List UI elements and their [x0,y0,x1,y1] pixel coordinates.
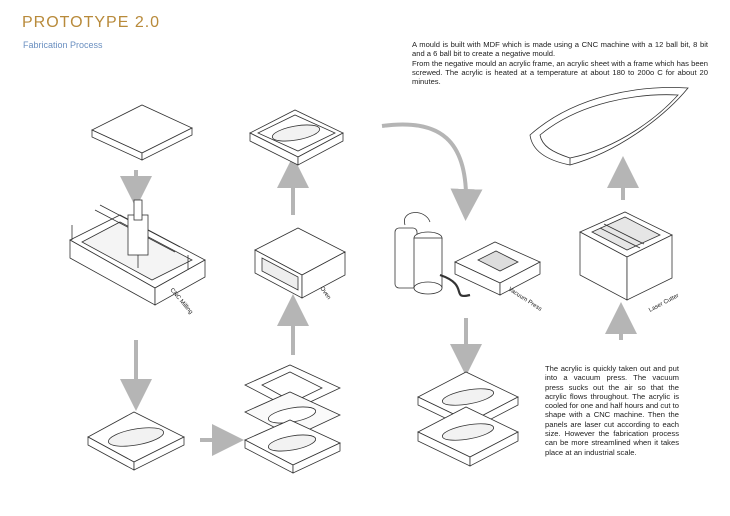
oven-label: Oven [318,286,331,301]
mould-frame-stack [244,364,341,474]
laser-cutter-illustration [579,211,673,301]
process-note-top: A mould is built with MDF which is made … [412,40,708,86]
laser-label: Laser Cutter [648,293,680,314]
final-panel [529,87,689,166]
oven-illustration [254,227,346,299]
note-top-line-2: From the negative mould an acrylic frame… [412,58,708,87]
negative-mould [87,411,185,471]
mdf-block [91,104,193,161]
page-title: PROTOTYPE 2.0 [22,14,161,31]
cnc-machine-illustration [69,199,206,306]
cnc-label: CNC Milling [168,287,193,315]
process-note-bottom: The acrylic is quickly taken out and put… [545,364,679,457]
page-subtitle: Fabrication Process [23,40,103,50]
arrow-tray-to-vacuum [381,122,483,221]
vacuum-label: Vacuum Press [507,287,543,313]
note-top-line-1: A mould is built with MDF which is made … [412,40,708,59]
heated-mould-tray [249,109,344,166]
formed-acrylic-parts [417,371,519,467]
vacuum-press-illustration [394,212,541,298]
